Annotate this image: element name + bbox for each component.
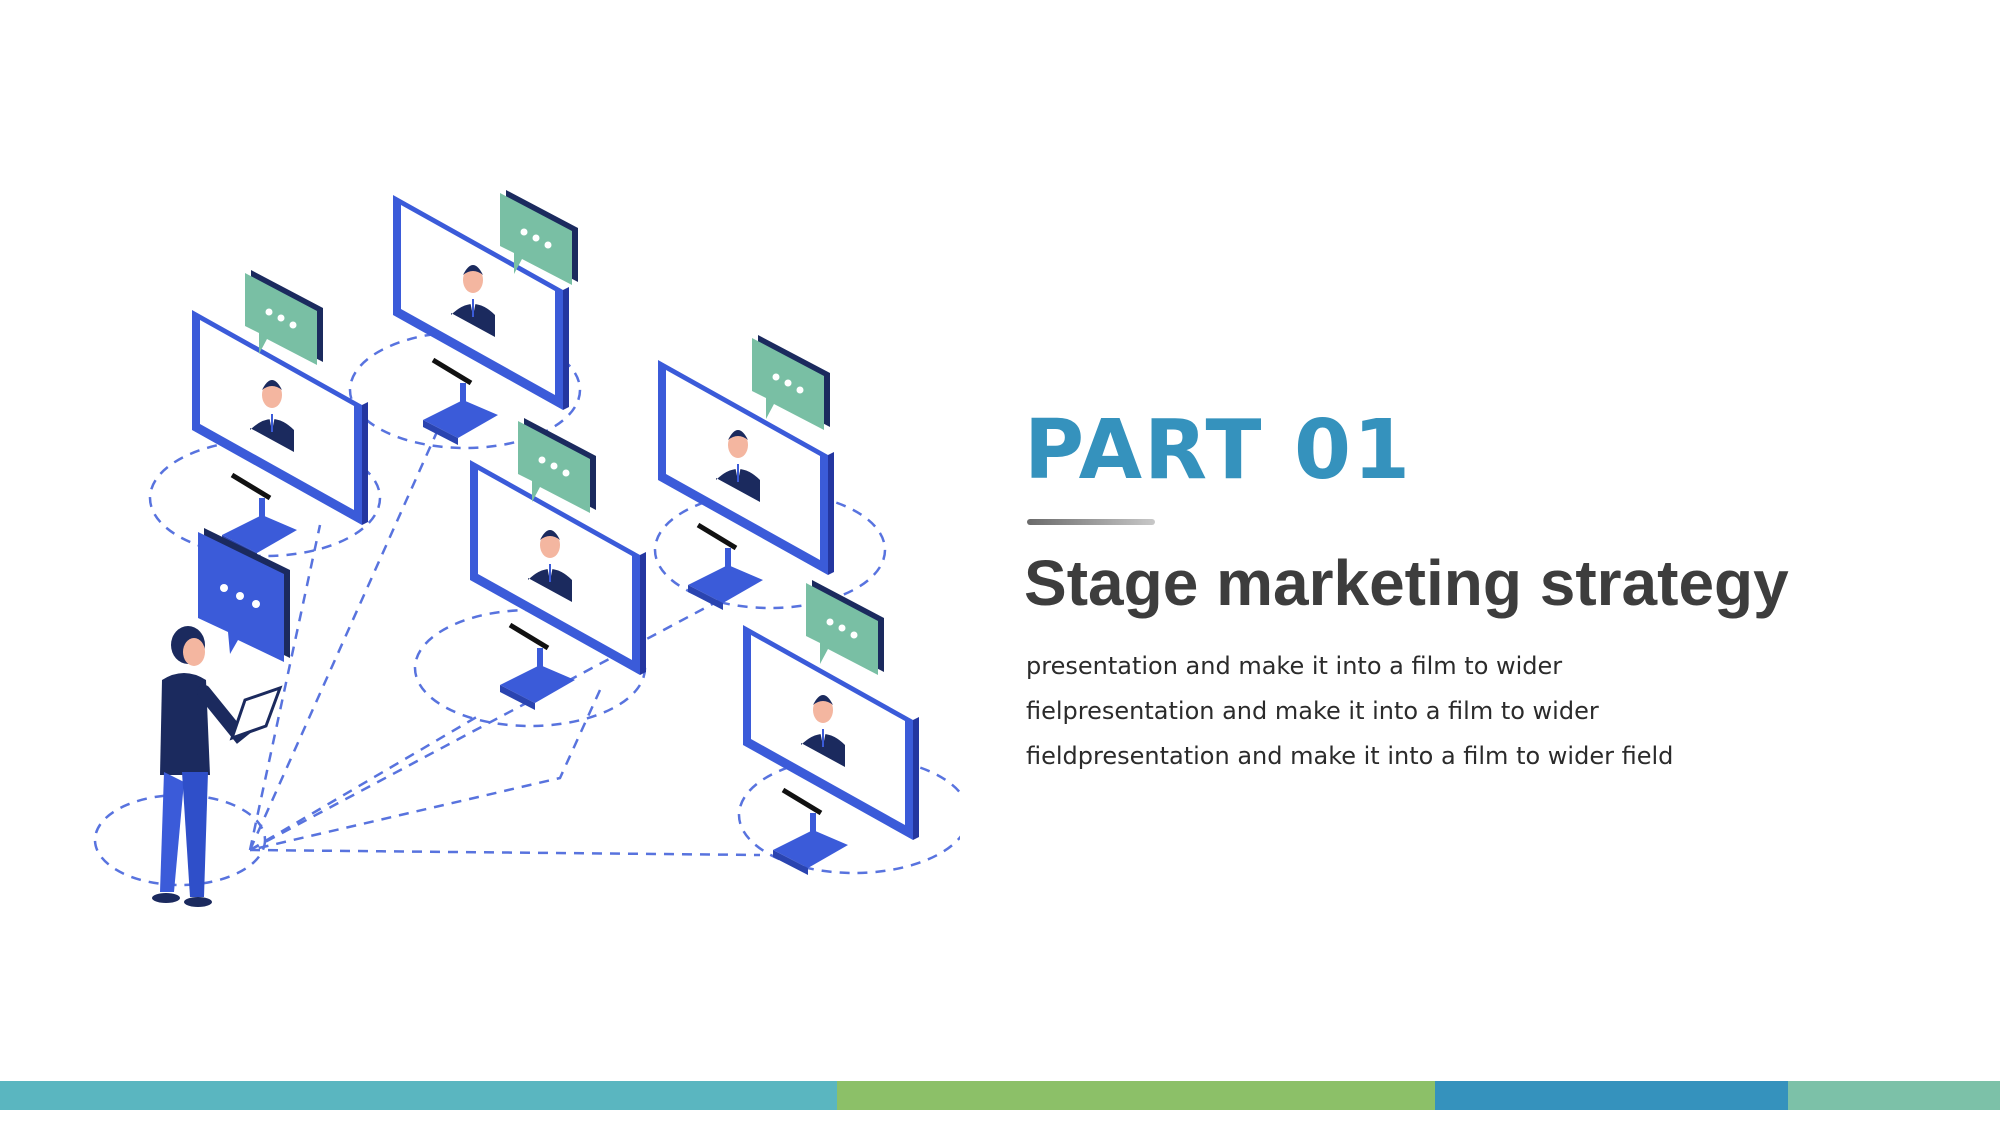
part-title: PART 01 xyxy=(1024,403,1413,498)
slide-headline: Stage marketing strategy xyxy=(1024,547,1789,619)
bar-segment-blue xyxy=(1435,1081,1788,1110)
bar-segment-mint xyxy=(1788,1081,2000,1110)
video-conference-illustration xyxy=(93,190,960,907)
bar-segment-teal xyxy=(0,1081,837,1110)
person-with-tablet-icon xyxy=(152,626,283,907)
bottom-color-bar xyxy=(0,1081,2000,1110)
title-divider xyxy=(1027,519,1155,525)
body-line: fielpresentation and make it into a film… xyxy=(1026,697,1599,725)
body-text: presentation and make it into a film to … xyxy=(1026,644,1673,779)
body-line: fieldpresentation and make it into a fil… xyxy=(1026,742,1674,770)
bar-segment-green xyxy=(837,1081,1435,1110)
body-line: presentation and make it into a film to … xyxy=(1026,652,1563,680)
